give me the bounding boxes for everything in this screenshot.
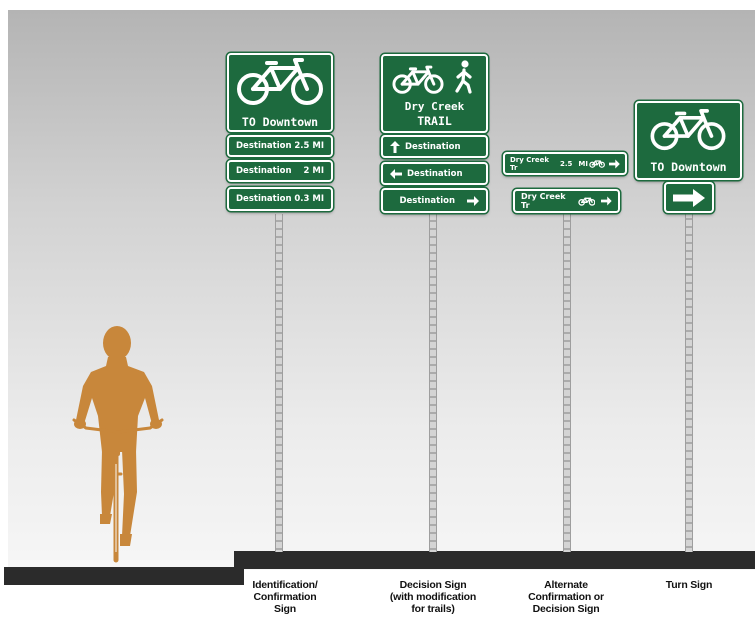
plate-distance: 2 MI <box>303 166 325 176</box>
arrow-up-icon <box>390 140 400 153</box>
plate-label: Destination <box>236 141 292 151</box>
post-alternate <box>563 214 571 552</box>
caption-decision: Decision Sign (with modification for tra… <box>378 579 488 615</box>
caption-line: Confirmation or <box>528 591 604 603</box>
decision-main-sign: Dry Creek TRAIL <box>381 54 488 133</box>
pedestrian-icon <box>455 60 472 94</box>
identification-plate-2: Destination 2 MI <box>227 160 333 182</box>
caption-line: (with modification <box>389 591 477 603</box>
arrow-right-icon <box>609 159 620 168</box>
caption-alternate: Alternate Confirmation or Decision Sign <box>511 579 621 615</box>
alternate-top-name: Dry Creek Tr <box>510 155 550 172</box>
post-identification <box>275 214 283 552</box>
arrow-right-icon <box>673 188 705 207</box>
plate-label: Destination <box>405 141 461 152</box>
bicycle-icon <box>392 65 444 94</box>
identification-plate-1: Destination 2.5 MI <box>227 135 333 157</box>
ground-path-low <box>4 567 238 585</box>
alternate-top-unit: MI <box>578 159 588 168</box>
alternate-bottom-plate: Dry Creek Tr <box>513 189 620 213</box>
decision-main-line2: TRAIL <box>417 114 452 128</box>
arrow-left-icon <box>390 168 402 179</box>
caption-line: Confirmation <box>253 591 317 603</box>
alternate-bottom-name: Dry Creek Tr <box>521 192 566 210</box>
plate-label: Destination <box>236 166 292 176</box>
bicycle-icon <box>577 197 596 206</box>
plate-distance: 0.3 MI <box>294 194 324 204</box>
decision-plate-right: Destination <box>381 188 488 213</box>
post-turn <box>685 212 693 552</box>
caption-line: Decision Sign <box>399 579 467 591</box>
turn-main-sign: TO Downtown <box>635 101 742 180</box>
identification-main-text: TO Downtown <box>241 115 319 129</box>
arrow-right-icon <box>467 195 479 206</box>
turn-main-text: TO Downtown <box>650 160 727 174</box>
bicycle-icon <box>589 160 605 168</box>
decision-plate-up: Destination <box>381 135 488 158</box>
alternate-top-plate: Dry Creek Tr 2.5 MI <box>503 152 627 175</box>
cyclist-silhouette <box>72 326 164 563</box>
post-decision <box>429 214 437 552</box>
turn-arrow-plate <box>664 182 714 213</box>
caption-line: Turn Sign <box>665 579 713 591</box>
caption-identification: Identification/ Confirmation Sign <box>230 579 340 615</box>
identification-plate-3: Destination 0.3 MI <box>227 187 333 211</box>
caption-line: Alternate <box>544 579 588 591</box>
caption-line: Identification/ <box>252 579 318 591</box>
plate-label: Destination <box>236 194 292 204</box>
arrow-right-icon <box>601 196 612 206</box>
decision-main-line1: Dry Creek <box>404 100 465 113</box>
plate-label: Destination <box>399 195 455 206</box>
caption-line: Decision Sign <box>532 603 600 615</box>
caption-turn: Turn Sign <box>634 579 744 591</box>
plate-label: Destination <box>407 168 463 179</box>
alternate-top-distance: 2.5 <box>560 159 573 168</box>
plate-distance: 2.5 MI <box>294 141 324 151</box>
ground-path-high <box>234 551 755 569</box>
caption-line: Sign <box>274 603 296 615</box>
identification-main-sign: TO Downtown <box>227 53 333 132</box>
decision-plate-left: Destination <box>381 162 488 185</box>
bicycle-icon <box>237 58 323 105</box>
bicycle-icon <box>650 109 726 151</box>
caption-line: for trails) <box>411 603 455 615</box>
